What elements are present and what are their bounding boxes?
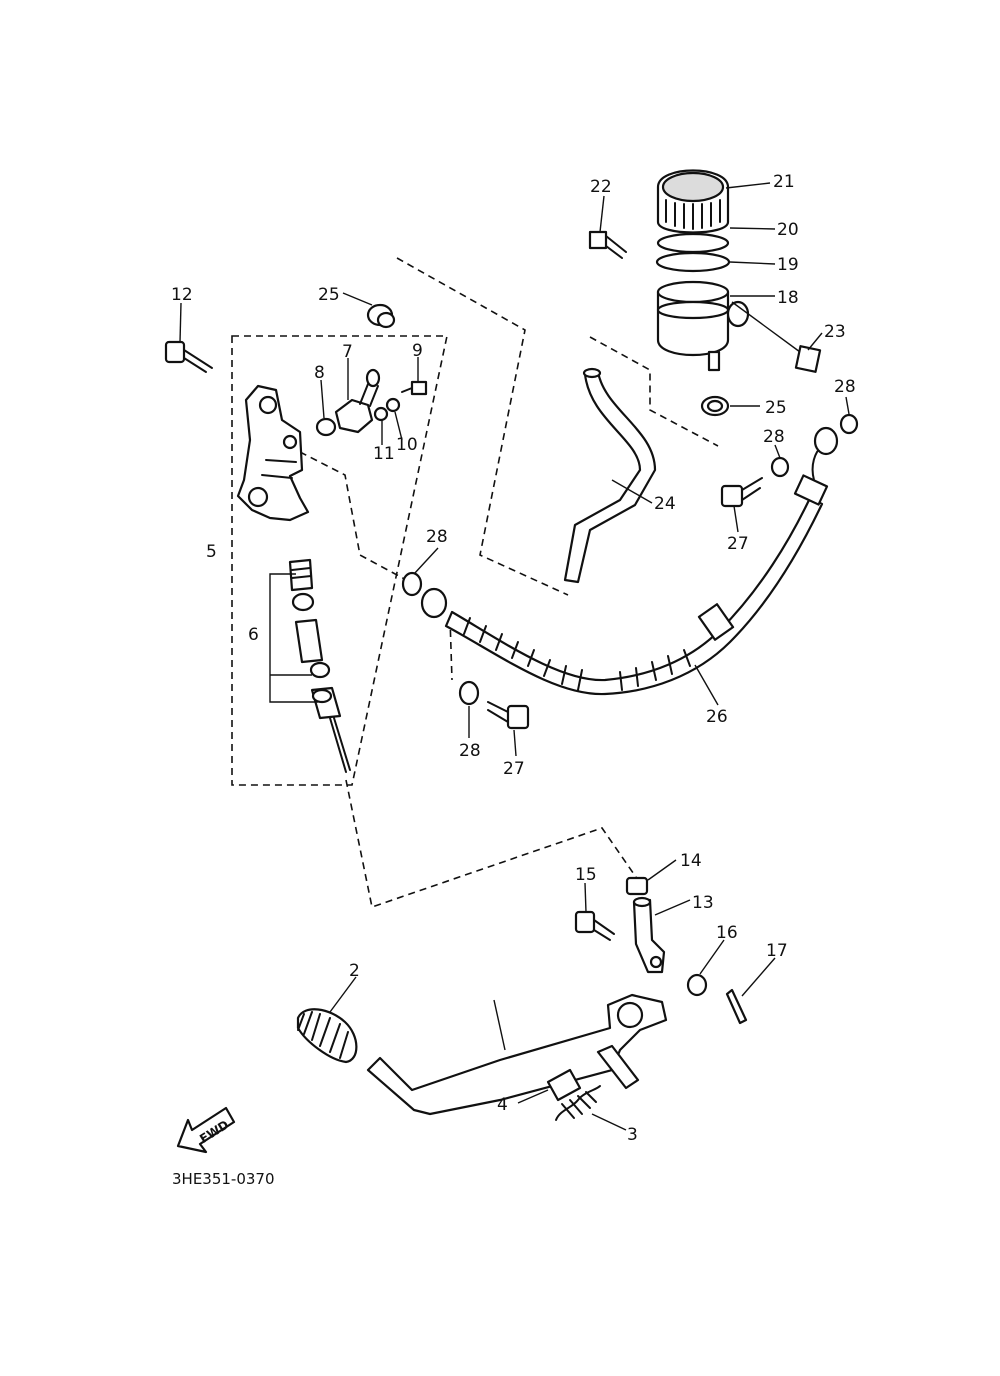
label-part-26: 26 <box>706 707 728 727</box>
hose-24-guide-line <box>589 336 719 447</box>
leader-lines <box>179 182 850 1131</box>
diaphragm-plate-20 <box>656 232 730 254</box>
hose-clamp-25-upper <box>366 303 396 329</box>
label-part-8: 8 <box>314 363 325 383</box>
label-part-27-lower: 27 <box>503 759 525 779</box>
diaphragm-19 <box>655 251 731 273</box>
master-cylinder-assembly-outline <box>231 335 448 786</box>
bolt-22 <box>588 230 627 259</box>
copper-washer-28-a <box>401 571 423 597</box>
reservoir-tank-18 <box>656 280 750 372</box>
label-part-20: 20 <box>777 220 799 240</box>
reservoir-hose-guide-line <box>396 257 569 596</box>
label-part-18: 18 <box>777 288 799 308</box>
label-part-19: 19 <box>777 255 799 275</box>
label-part-28-d: 28 <box>834 377 856 397</box>
kit-6-bracket <box>269 573 318 703</box>
bolt-27-guide-line <box>449 617 453 681</box>
label-part-12: 12 <box>171 285 193 305</box>
master-cylinder-kit-6 <box>288 558 351 773</box>
reservoir-cap-21 <box>656 169 730 234</box>
label-part-3: 3 <box>627 1125 638 1145</box>
nut-14 <box>625 876 649 896</box>
label-part-23: 23 <box>824 322 846 342</box>
label-part-28-a: 28 <box>426 527 448 547</box>
fwd-direction-arrow: FWD <box>176 1106 236 1154</box>
label-part-2: 2 <box>349 961 360 981</box>
label-part-15: 15 <box>575 865 597 885</box>
washer-11 <box>373 406 389 422</box>
brake-hose-26 <box>420 426 839 696</box>
collar-4 <box>546 1068 582 1102</box>
spring-3 <box>555 1085 601 1121</box>
label-part-28-b: 28 <box>459 741 481 761</box>
label-part-17: 17 <box>766 941 788 961</box>
diagram-code: 3HE351-0370 <box>172 1170 275 1188</box>
hose-clamp-25-lower <box>700 395 730 417</box>
master-cylinder-body-5 <box>236 384 310 522</box>
label-part-28-c: 28 <box>763 427 785 447</box>
oring-8 <box>315 417 337 437</box>
label-part-5: 5 <box>206 542 217 562</box>
label-part-6: 6 <box>248 625 259 645</box>
copper-washer-28-d <box>839 413 859 435</box>
label-part-25-upper: 25 <box>318 285 340 305</box>
footrest-rubber-2 <box>296 1008 358 1064</box>
label-part-21: 21 <box>773 172 795 192</box>
label-part-27-upper: 27 <box>727 534 749 554</box>
label-part-25-lower: 25 <box>765 398 787 418</box>
label-part-9: 9 <box>412 341 423 361</box>
label-part-16: 16 <box>716 923 738 943</box>
label-part-10: 10 <box>396 435 418 455</box>
reservoir-hose-24 <box>563 367 657 584</box>
washer-16 <box>686 973 708 997</box>
bolt-12 <box>164 340 213 373</box>
union-bolt-27-upper <box>720 477 763 508</box>
label-part-22: 22 <box>590 177 612 197</box>
label-part-11: 11 <box>373 444 395 464</box>
copper-washer-28-b <box>458 680 480 706</box>
rod-end-13 <box>632 896 666 974</box>
part-labels: 2 3 4 5 6 7 8 9 10 11 12 13 14 15 16 17 … <box>171 172 856 1145</box>
pushrod-guide-line <box>345 779 639 909</box>
pin-15 <box>574 910 615 941</box>
copper-washer-28-c <box>770 456 790 478</box>
cotter-pin-17 <box>725 988 748 1025</box>
label-part-24: 24 <box>654 494 676 514</box>
washer-10 <box>385 397 401 413</box>
nut-23 <box>794 345 822 373</box>
label-part-4: 4 <box>497 1095 508 1115</box>
brake-pedal <box>366 993 668 1116</box>
screw-9 <box>401 380 428 396</box>
union-bolt-27-lower <box>487 701 530 730</box>
label-part-14: 14 <box>680 851 702 871</box>
label-part-7: 7 <box>342 342 353 362</box>
label-part-13: 13 <box>692 893 714 913</box>
hose-joint-7 <box>334 368 381 434</box>
union-guide-line <box>299 451 411 583</box>
